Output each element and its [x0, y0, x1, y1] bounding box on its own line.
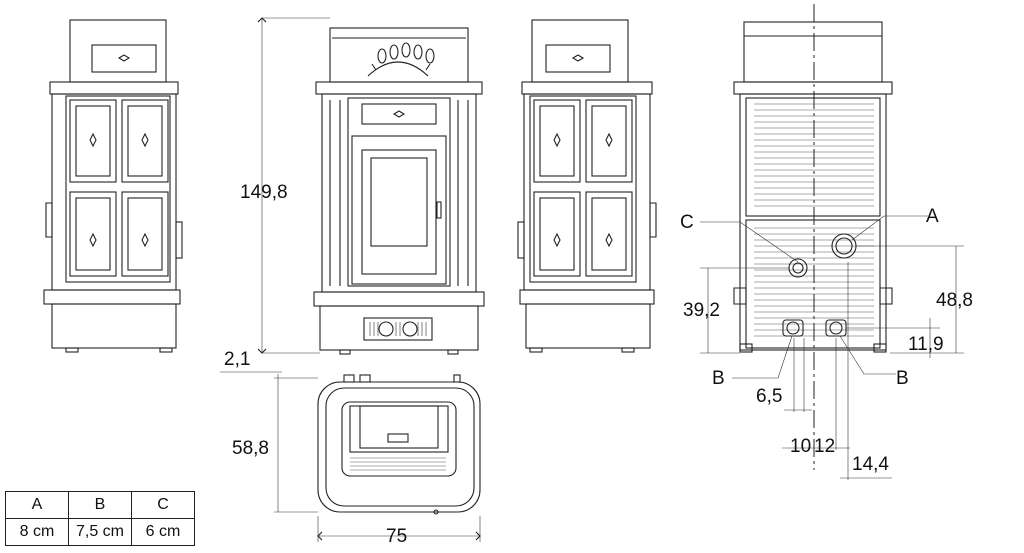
callout-c: C — [680, 212, 694, 233]
front-view — [313, 27, 485, 355]
table-value-a: 8 cm — [5, 518, 69, 546]
side-view-left — [43, 19, 183, 353]
callout-b-left: B — [712, 368, 725, 389]
dim-conn-a-height: 48,8 — [936, 290, 973, 311]
dim-depth: 58,8 — [232, 438, 269, 459]
table-header-c: C — [131, 491, 195, 519]
crest-ornament — [367, 42, 435, 77]
table-row: 8 cm 7,5 cm 6 cm — [5, 518, 195, 546]
table-header-a: A — [5, 491, 69, 519]
dim-conn-c-height: 39,2 — [683, 300, 720, 321]
callout-b-right: B — [896, 368, 909, 389]
dim-wall-gap: 2,1 — [224, 349, 250, 370]
height-dimension — [257, 17, 330, 354]
side-view-right — [517, 19, 657, 353]
dim-offset-a: 14,4 — [852, 454, 889, 475]
back-view-dimensions — [700, 215, 964, 480]
dim-height-total: 149,8 — [240, 182, 288, 203]
dim-offset-b2: 10 — [790, 436, 811, 457]
connections-table: A B C 8 cm 7,5 cm 6 cm — [5, 491, 195, 546]
dim-offset-b1: 6,5 — [756, 386, 782, 407]
table-header-b: B — [68, 491, 132, 519]
callout-a: A — [926, 206, 939, 227]
table-value-c: 6 cm — [131, 518, 195, 546]
dim-conn-b-height: 11,9 — [908, 334, 944, 355]
table-header-row: A B C — [5, 491, 195, 519]
dim-width: 75 — [386, 526, 407, 547]
dim-offset-c: 12 — [814, 436, 835, 457]
top-view — [220, 371, 481, 542]
table-value-b: 7,5 cm — [68, 518, 132, 546]
